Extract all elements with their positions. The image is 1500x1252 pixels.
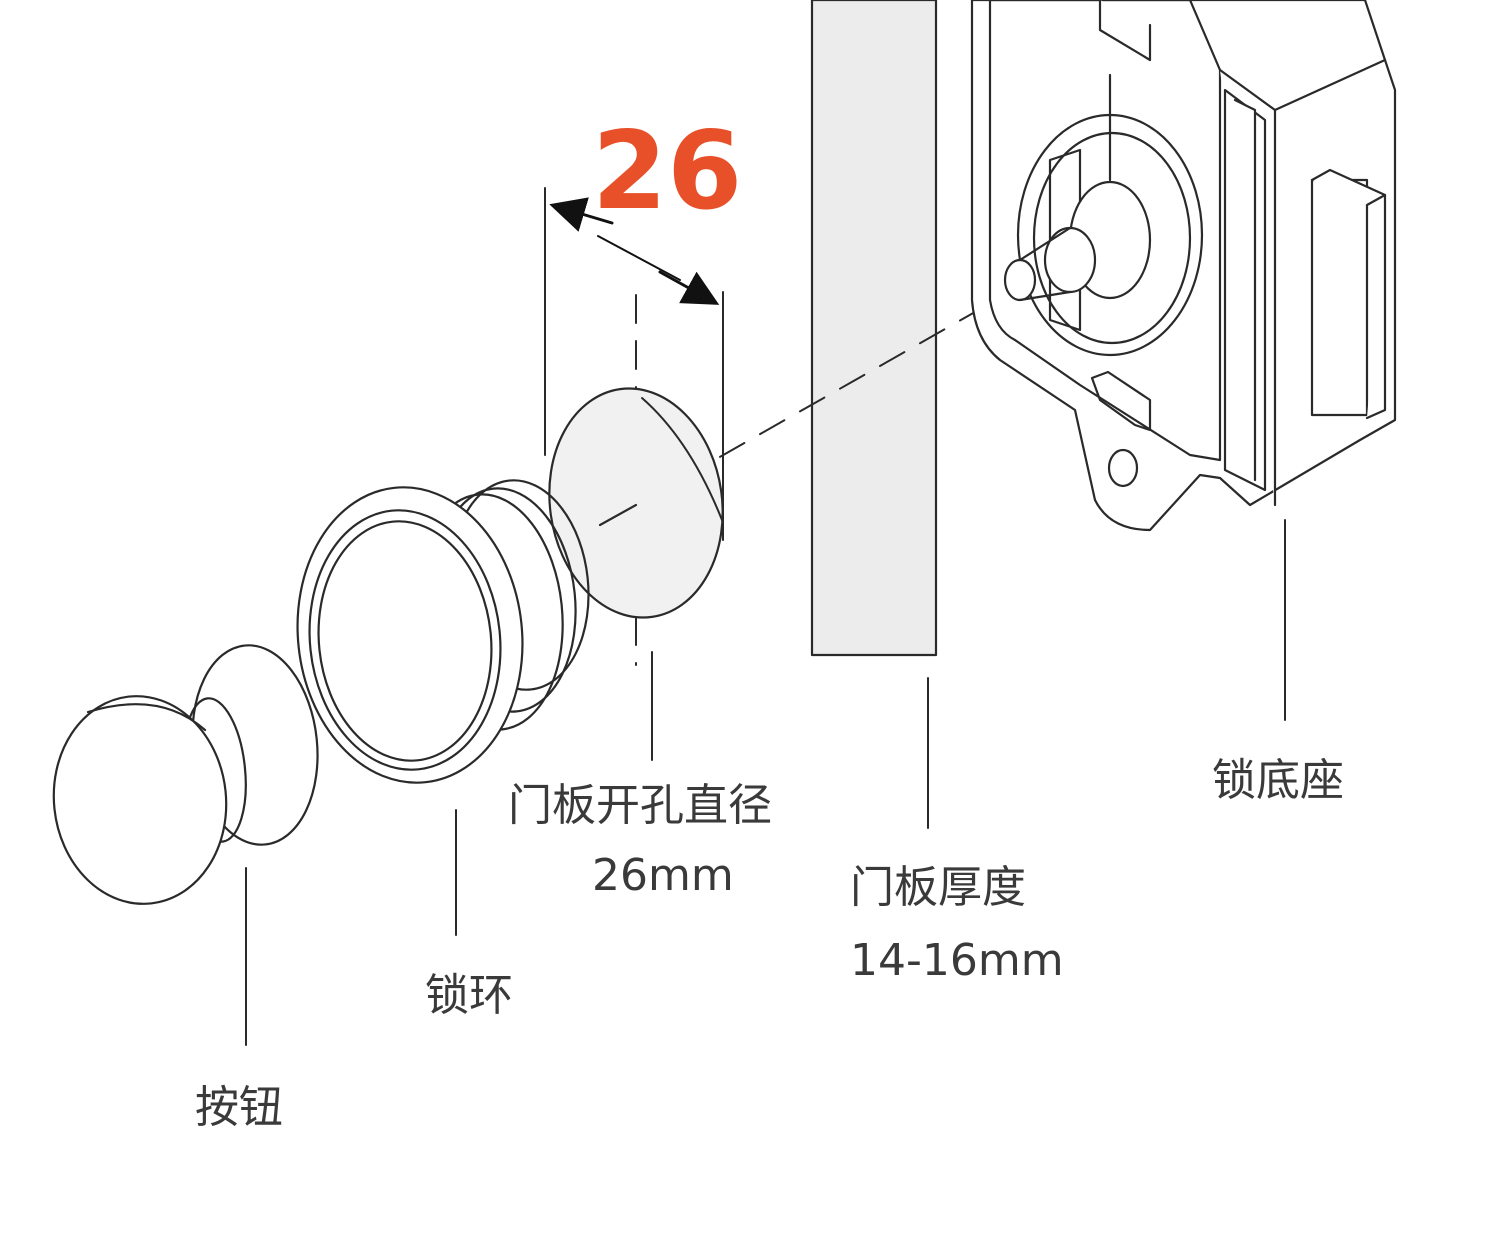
hole-disc — [548, 387, 724, 619]
lock-base-label: 锁底座 — [1212, 755, 1344, 806]
push-button-part — [52, 644, 319, 905]
lock-ring-label: 锁环 — [425, 970, 513, 1021]
hole-diameter-dimension: 26 — [592, 109, 743, 234]
dimension-arrow — [549, 197, 614, 232]
lock-ring-part — [296, 479, 590, 784]
hole-diameter-value: 26mm — [592, 850, 734, 901]
panel-thickness-label: 门板厚度 — [850, 862, 1026, 913]
dimension-lines — [544, 187, 724, 541]
door-panel — [810, 0, 938, 657]
dimension-arrow — [658, 270, 720, 305]
leader-lines — [245, 519, 1286, 1046]
panel-thickness-value: 14-16mm — [850, 935, 1064, 986]
hole-diameter-label: 门板开孔直径 — [508, 780, 772, 831]
lock-base-part — [970, 0, 1397, 532]
button-label: 按钮 — [195, 1082, 283, 1133]
